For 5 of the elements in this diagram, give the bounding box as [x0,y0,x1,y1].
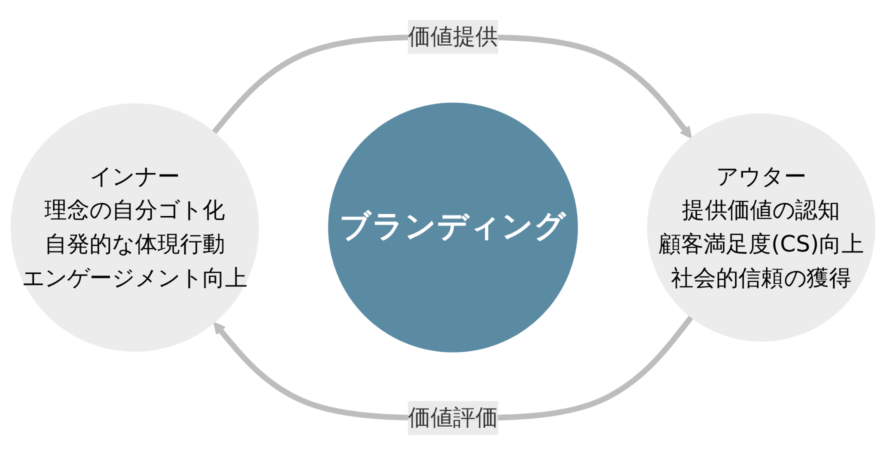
node-circle: インナー 理念の自分ゴト化 自発的な体現行動 エンゲージメント向上 [10,103,259,352]
node-circle: アウター 提供価値の認知 顧客満足度(CS)向上 社会的信頼の獲得 [647,113,876,342]
edge-label: 価値評価 [408,404,498,431]
edge-label: 価値提供 [408,22,498,50]
node-circle: ブランディング [328,102,578,352]
